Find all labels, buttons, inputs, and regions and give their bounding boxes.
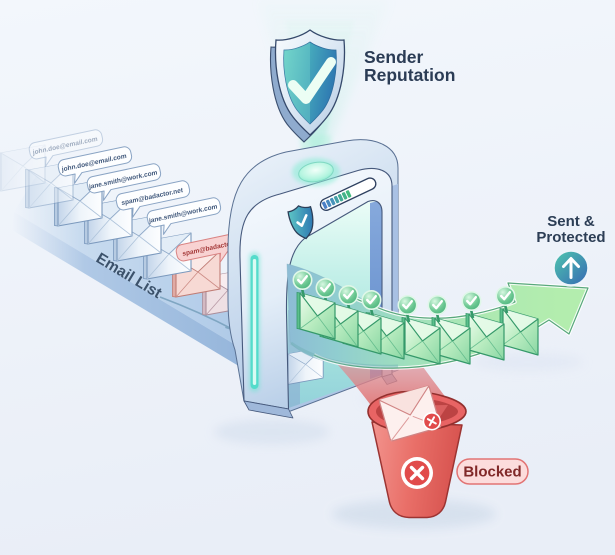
sent-protected-group: Sent & Protected <box>536 213 606 287</box>
blocked-bin <box>367 385 467 519</box>
sender-reputation-line1: Sender <box>364 47 424 67</box>
progress-segments <box>321 190 352 209</box>
gate-glow-strip <box>249 252 260 392</box>
gate-left-foot <box>243 400 294 419</box>
x-circle-icon <box>401 457 433 489</box>
blocked-envelope <box>378 385 442 442</box>
sender-reputation-line2: Reputation <box>364 65 455 85</box>
sent-protected-line2: Protected <box>536 229 605 246</box>
shield-face <box>283 41 337 125</box>
gate-shield-badge <box>287 205 314 240</box>
gate-progress-bar <box>319 177 377 211</box>
arrow-up-circle-icon <box>552 249 590 287</box>
reputation-shield <box>270 29 346 143</box>
x-circle-small-icon <box>422 412 442 431</box>
blocked-label-text: Blocked <box>463 464 521 481</box>
sent-protected-line1: Sent & <box>547 213 595 230</box>
gate-scanner-orb <box>292 158 340 186</box>
sender-reputation-label: Sender Reputation <box>364 47 455 85</box>
blocked-label: Blocked <box>456 458 529 485</box>
shield-check-icon <box>288 57 336 104</box>
arrow-ribbon-edge <box>290 341 399 368</box>
